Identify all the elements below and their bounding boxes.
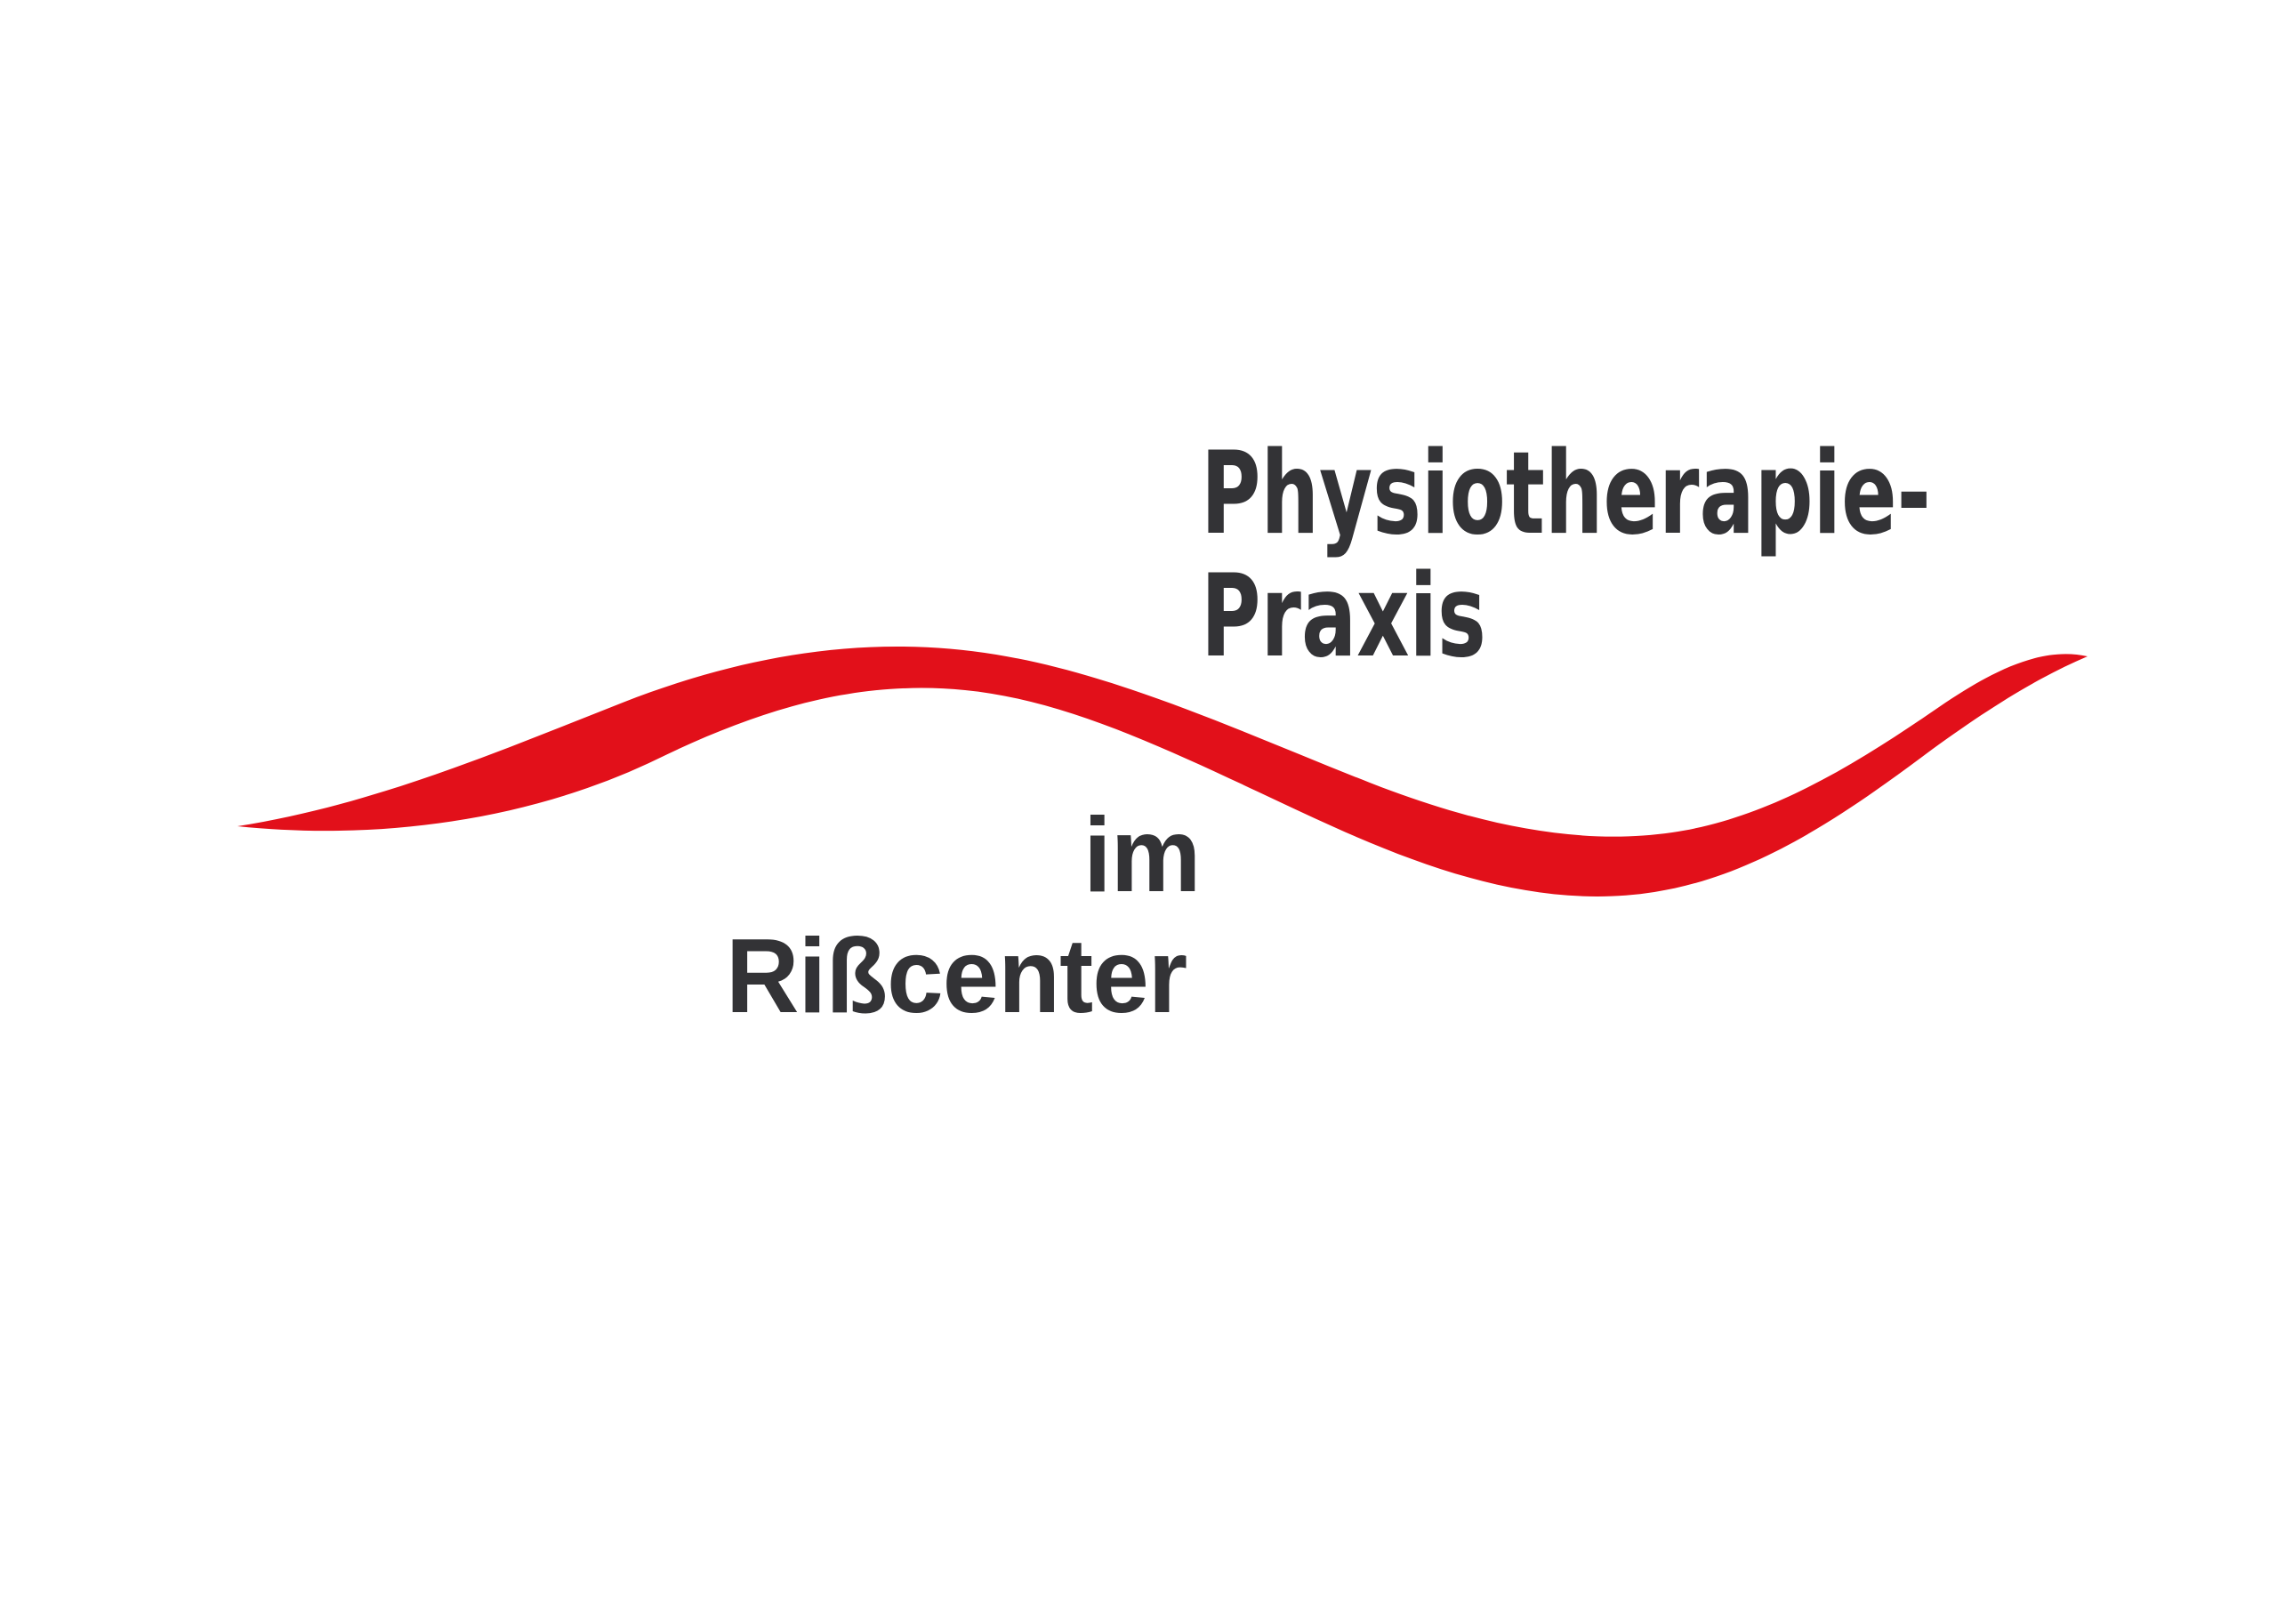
- logo-line-physiotherapie: Physiotherapie-: [1201, 428, 1931, 560]
- logo-line-im: im: [1083, 796, 1201, 914]
- logo-line-praxis: Praxis: [1201, 551, 1486, 683]
- logo-line-risscenter: Rißcenter: [726, 917, 1187, 1035]
